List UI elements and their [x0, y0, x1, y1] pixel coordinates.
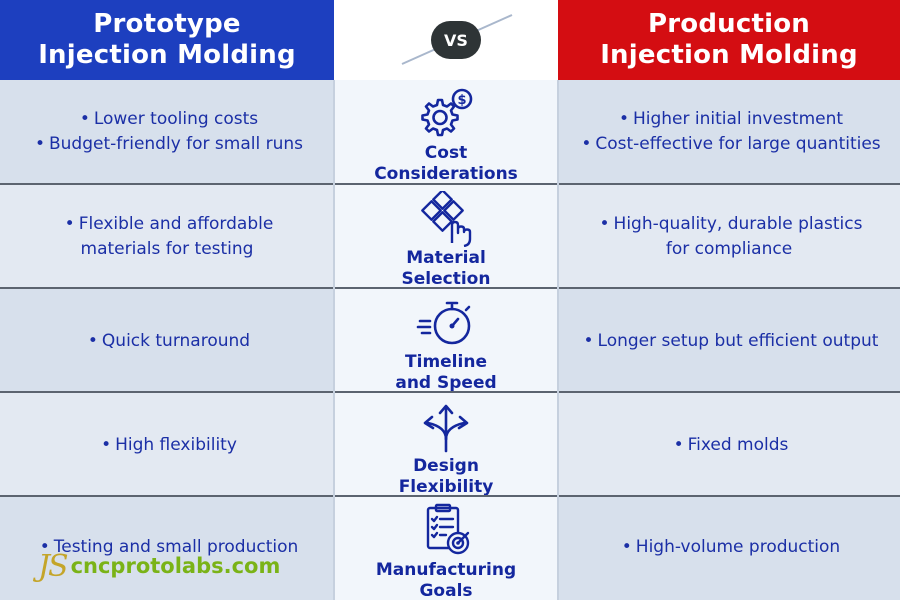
design-label-line2: Flexibility [398, 477, 494, 497]
production-material-cell: •High-quality, durable plastics for comp… [558, 185, 900, 289]
manufacturing-category-cell: Manufacturing Goals [334, 497, 558, 600]
clipboard-target-icon [426, 503, 470, 555]
design-category-cell: Design Flexibility [334, 393, 558, 497]
row-material: •Flexible and affordable materials for t… [0, 185, 900, 289]
material-category-cell: Material Selection [334, 185, 558, 289]
prototype-design-point-1: High flexibility [115, 434, 237, 455]
prototype-timeline-cell: •Quick turnaround [0, 289, 334, 393]
prototype-header-line1: Prototype [93, 9, 241, 39]
production-goals-point-1: High-volume production [635, 537, 841, 557]
row-cost: •Lower tooling costs •Budget-friendly fo… [0, 80, 900, 184]
row-divider [0, 287, 900, 289]
row-timeline: •Quick turnaround Timeline and Speed [0, 289, 900, 393]
prototype-header-line2: Injection Molding [38, 40, 296, 70]
prototype-design-cell: •High flexibility [0, 393, 334, 497]
prototype-timeline-point-1: Quick turnaround [101, 330, 251, 351]
design-label-line1: Design [413, 456, 479, 476]
logo-text: cncprotolabs.com [70, 554, 281, 578]
production-goals-cell: •High-volume production [558, 497, 900, 600]
column-separator [333, 80, 335, 600]
stopwatch-icon [416, 301, 471, 345]
prototype-material-point-1-cont: materials for testing [80, 239, 254, 259]
cost-label-line2: Considerations [374, 164, 518, 184]
row-divider [0, 183, 900, 185]
logo-mark: JS [38, 548, 69, 584]
production-material-point-1: High-quality, durable plastics [613, 214, 863, 234]
production-header-line1: Production [648, 9, 810, 39]
row-manufacturing: •Testing and small production [0, 497, 900, 600]
cncprotolabs-logo: JS cncprotolabs.com [38, 548, 280, 584]
production-header: Production Injection Molding [558, 0, 900, 80]
prototype-material-point-1: Flexible and affordable [78, 214, 274, 234]
cost-category-cell: $ Cost Considerations [334, 80, 558, 184]
row-divider [0, 495, 900, 497]
production-material-point-1-cont: for compliance [665, 239, 793, 259]
prototype-cost-cell: •Lower tooling costs •Budget-friendly fo… [0, 80, 334, 184]
production-cost-cell: •Higher initial investment •Cost-effecti… [558, 80, 900, 184]
prototype-goals-cell: •Testing and small production [0, 497, 334, 600]
column-separator [557, 80, 559, 600]
production-design-point-1: Fixed molds [687, 434, 789, 455]
material-label-line1: Material [406, 248, 486, 268]
production-header-line2: Injection Molding [600, 40, 858, 70]
production-timeline-cell: •Longer setup but efficient output [558, 289, 900, 393]
prototype-cost-point-1: Lower tooling costs [93, 109, 259, 129]
branching-arrows-icon [423, 404, 469, 453]
material-tiles-hand-icon [421, 191, 472, 247]
cost-label-line1: Cost [424, 143, 468, 163]
timeline-category-cell: Timeline and Speed [334, 289, 558, 393]
svg-text:$: $ [457, 93, 466, 108]
production-timeline-point-1: Longer setup but efficient output [597, 330, 879, 351]
production-design-cell: •Fixed molds [558, 393, 900, 497]
timeline-label-line2: and Speed [395, 373, 497, 393]
gear-dollar-icon: $ [421, 88, 473, 137]
prototype-material-cell: •Flexible and affordable materials for t… [0, 185, 334, 289]
row-design: •High flexibility Design Flexibility •Fi… [0, 393, 900, 497]
production-cost-point-2: Cost-effective for large quantities [595, 134, 881, 154]
prototype-goals-point-1: Testing and small production [53, 537, 299, 557]
prototype-header: Prototype Injection Molding [0, 0, 334, 80]
manufacturing-label-line2: Goals [419, 581, 473, 600]
prototype-cost-point-2: Budget-friendly for small runs [48, 134, 304, 154]
row-divider [0, 391, 900, 393]
vs-badge: VS [431, 21, 481, 59]
manufacturing-label-line1: Manufacturing [375, 560, 517, 580]
production-cost-point-1: Higher initial investment [632, 109, 844, 129]
material-label-line2: Selection [401, 269, 491, 289]
timeline-label-line1: Timeline [405, 352, 487, 372]
